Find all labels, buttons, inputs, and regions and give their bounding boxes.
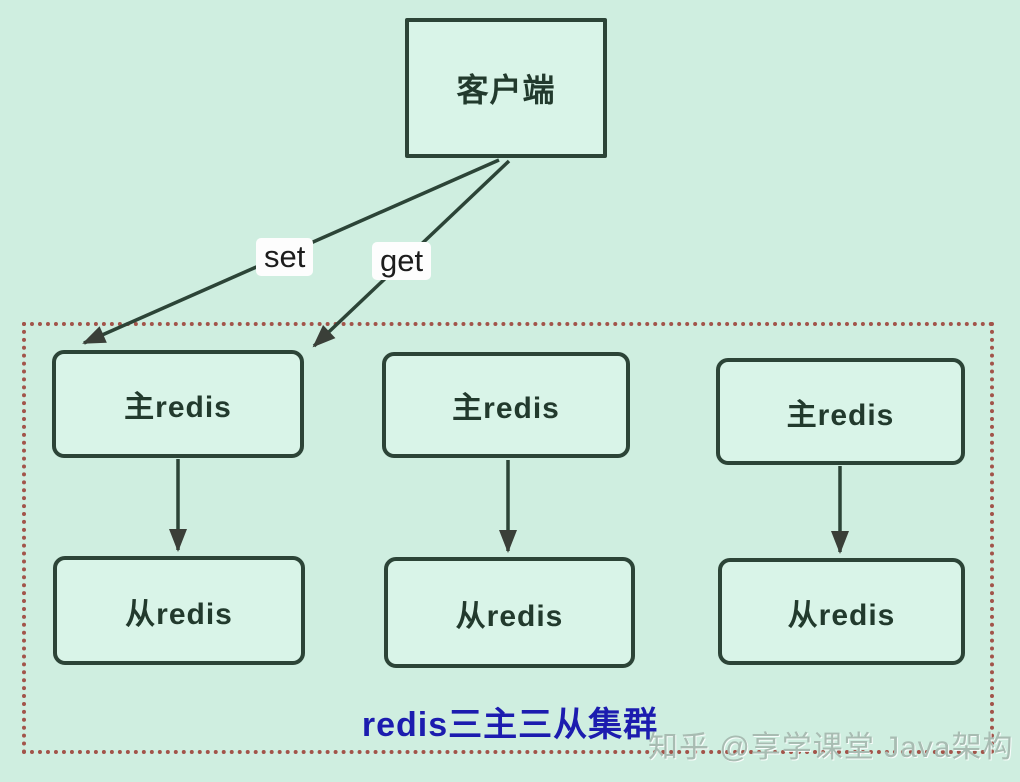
master-redis-label: 主redis <box>786 398 895 432</box>
slave-redis-label: 从redis <box>455 599 564 633</box>
master-redis-label: 主redis <box>452 392 560 425</box>
master-redis-label: 主redis <box>124 391 232 424</box>
client-node: 客户端 <box>405 18 607 158</box>
client-node-label: 客户端 <box>456 72 556 108</box>
slave-redis-label: 从redis <box>787 598 896 632</box>
cluster-title: redis三主三从集群 <box>361 706 659 744</box>
master-redis-node-2: 主redis <box>382 352 630 458</box>
slave-redis-node-2: 从redis <box>384 557 635 668</box>
set-edge-label: set <box>256 238 314 277</box>
slave-redis-node-3: 从redis <box>718 558 965 665</box>
cluster-dotted-boundary <box>22 322 994 754</box>
get-edge-label: get <box>372 242 432 281</box>
watermark-text: 知乎 @享学课堂 Java架构 <box>648 731 1014 764</box>
master-redis-node-1: 主redis <box>52 350 304 458</box>
slave-redis-label: 从redis <box>125 597 233 631</box>
master-redis-node-3: 主redis <box>716 358 965 465</box>
slave-redis-node-1: 从redis <box>53 556 305 665</box>
